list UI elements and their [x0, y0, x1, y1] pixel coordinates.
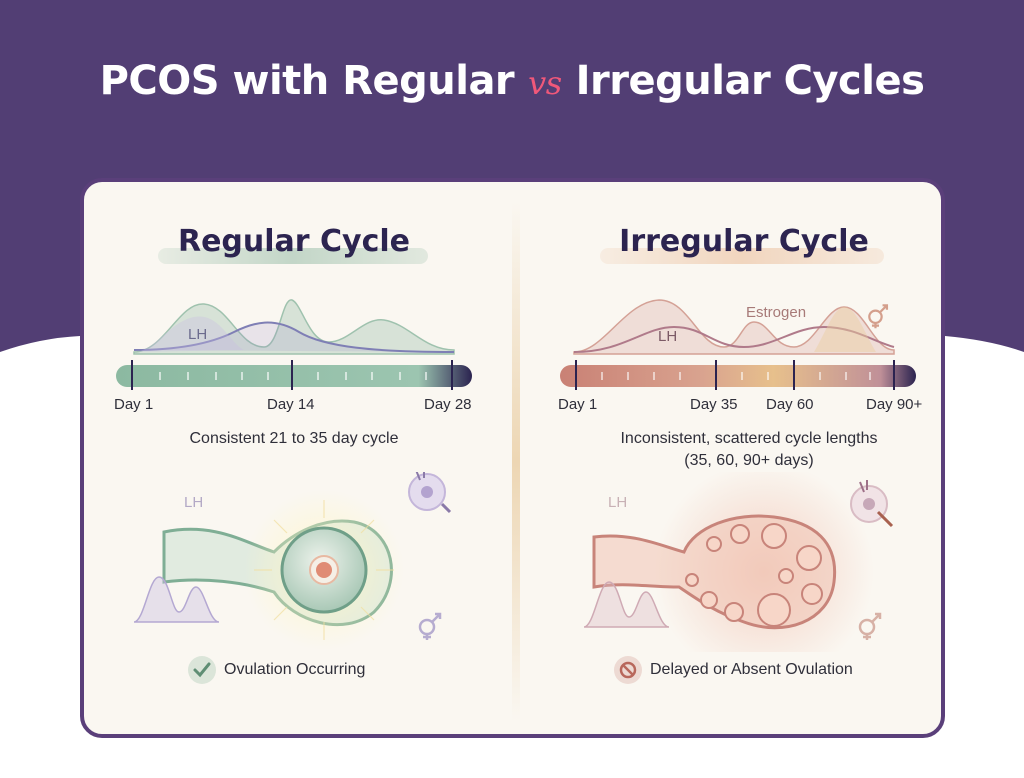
- irregular-status-label: Delayed or Absent Ovulation: [650, 661, 853, 678]
- irregular-title: Irregular Cycle: [619, 224, 869, 259]
- prohibited-icon: [614, 656, 642, 684]
- irregular-ovary-illustration: [583, 472, 894, 652]
- gender-icon: [868, 304, 889, 329]
- irregular-tick-day-35: Day 35: [690, 396, 738, 413]
- irregular-lh-label: LH: [658, 328, 678, 345]
- panel-divider: [512, 202, 520, 722]
- irregular-description-line-2: (35, 60, 90+ days): [684, 452, 814, 469]
- page-title: PCOS with Regular vs Irregular Cycles: [0, 58, 1024, 104]
- regular-title: Regular Cycle: [177, 224, 411, 259]
- comparison-card: Regular Cycle LH Day 1 Day 14 Day 28 C: [80, 178, 945, 738]
- regular-status-label: Ovulation Occurring: [224, 661, 366, 678]
- regular-tick-day-14: Day 14: [267, 396, 315, 413]
- irregular-timeline: [560, 360, 916, 390]
- irregular-title-highlight: [600, 248, 884, 264]
- regular-hormone-curves: [133, 299, 455, 355]
- regular-lh-label: LH: [188, 326, 208, 343]
- gender-icon: [418, 612, 442, 640]
- title-right: Irregular Cycles: [575, 58, 925, 104]
- regular-ovary-illustration: [133, 472, 452, 650]
- irregular-status: Delayed or Absent Ovulation: [614, 656, 853, 684]
- regular-timeline: [116, 360, 472, 390]
- irregular-tick-day-1: Day 1: [558, 396, 598, 413]
- vs-label: vs: [528, 64, 562, 102]
- title-left: PCOS with Regular: [99, 58, 515, 104]
- irregular-tick-day-60: Day 60: [766, 396, 814, 413]
- gender-icon: [858, 612, 882, 640]
- regular-description: Consistent 21 to 35 day cycle: [189, 430, 399, 447]
- regular-title-highlight: [158, 248, 428, 264]
- check-icon: [188, 656, 216, 684]
- irregular-estrogen-label: Estrogen: [746, 304, 807, 321]
- regular-illustration-lh-label: LH: [184, 494, 204, 511]
- irregular-illustration-lh-label: LH: [608, 494, 628, 511]
- regular-tick-day-1: Day 1: [114, 396, 154, 413]
- regular-status: Ovulation Occurring: [188, 656, 365, 684]
- irregular-tick-day-90: Day 90+: [866, 396, 923, 413]
- irregular-hormone-curves: [573, 299, 895, 355]
- regular-tick-day-28: Day 28: [424, 396, 472, 413]
- irregular-description-line-1: Inconsistent, scattered cycle lengths: [620, 430, 878, 447]
